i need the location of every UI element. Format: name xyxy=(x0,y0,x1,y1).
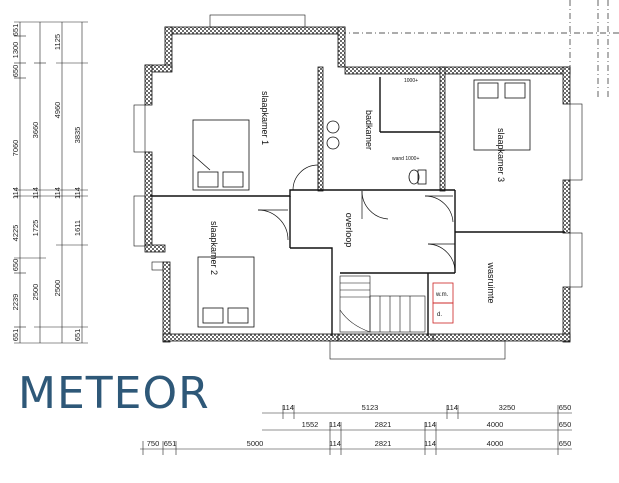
room-label-badkamer: badkamer xyxy=(364,110,374,150)
room-label-slaapkamer-2: slaapkamer 2 xyxy=(209,221,219,275)
meteor-logo: METEOR xyxy=(18,368,210,419)
dim-label: 3660 xyxy=(31,122,40,139)
toilet xyxy=(408,169,427,185)
dim-label: 2239 xyxy=(11,294,20,311)
dim-label: 114 xyxy=(31,187,40,199)
washbasins xyxy=(326,120,340,150)
room-label-slaapkamer-1: slaapkamer 1 xyxy=(260,91,270,145)
washing-machine-label: w.m. xyxy=(435,292,449,298)
dryer xyxy=(432,302,454,324)
dim-label: 750 xyxy=(147,439,160,448)
dim-label: 650 xyxy=(11,65,20,78)
dryer-label: d. xyxy=(437,312,442,318)
dim-label: 650 xyxy=(559,420,572,429)
bed-slaapkamer-2 xyxy=(197,256,255,328)
dim-label: 651 xyxy=(73,329,82,342)
toilet-note: wand 1000+ xyxy=(392,156,419,162)
dim-label: 4225 xyxy=(11,225,20,242)
dim-label: 4000 xyxy=(487,439,504,448)
exterior-walls xyxy=(144,26,571,343)
dim-label: 1725 xyxy=(31,220,40,237)
door-swings xyxy=(257,164,456,271)
dim-label: 2500 xyxy=(53,280,62,297)
left-dimension-lines xyxy=(14,21,88,344)
dim-label: 651 xyxy=(11,329,20,342)
dim-label: 114 xyxy=(11,187,20,199)
dim-label: 114 xyxy=(329,439,341,448)
room-label-wasruimte: wasruimte xyxy=(486,261,496,303)
dim-label: 1611 xyxy=(73,220,82,236)
dim-label: 114 xyxy=(424,420,436,429)
dim-label: 114 xyxy=(53,187,62,199)
dim-label: 3835 xyxy=(73,127,82,144)
dim-label: 114 xyxy=(282,403,294,412)
bed-slaapkamer-1 xyxy=(192,119,250,191)
dim-label: 1552 xyxy=(302,420,319,429)
dim-label: 114 xyxy=(424,439,436,448)
dim-label: 650 xyxy=(11,259,20,272)
windows xyxy=(133,14,583,360)
dim-label: 2821 xyxy=(375,439,392,448)
laundry-appliances: w.m. d. xyxy=(432,282,454,324)
dim-label: 114 xyxy=(329,420,341,429)
left-dimension-labels: 651 1300 650 7060 114 4225 650 2239 651 … xyxy=(11,24,82,342)
dim-label: 651 xyxy=(11,24,20,37)
dim-label: 650 xyxy=(559,439,572,448)
dim-label: 1125 xyxy=(53,34,62,50)
staircase xyxy=(339,275,426,333)
dim-label: 5000 xyxy=(247,439,264,448)
dim-label: 5123 xyxy=(362,403,379,412)
interior-walls xyxy=(150,77,565,336)
shower-note: 1000+ xyxy=(404,78,418,84)
room-labels: slaapkamer 1 slaapkamer 2 slaapkamer 3 b… xyxy=(209,91,506,304)
bed-slaapkamer-3 xyxy=(473,79,531,151)
dim-label: 114 xyxy=(446,403,458,412)
room-label-overloop: overloop xyxy=(344,213,354,248)
dim-label: 4960 xyxy=(53,102,62,119)
dim-label: 3250 xyxy=(499,403,516,412)
dim-label: 2500 xyxy=(31,284,40,301)
dim-label: 651 xyxy=(164,439,177,448)
dim-label: 2821 xyxy=(375,420,392,429)
bottom-dimension-lines xyxy=(140,405,572,455)
dim-label: 4000 xyxy=(487,420,504,429)
dim-label: 7060 xyxy=(11,140,20,157)
dim-label: 114 xyxy=(73,187,82,199)
dim-label: 650 xyxy=(559,403,572,412)
axis-guides xyxy=(340,0,619,100)
room-label-slaapkamer-3: slaapkamer 3 xyxy=(496,128,506,182)
dim-label: 1300 xyxy=(11,42,20,59)
bottom-dimension-labels: 114 5123 114 3250 650 1552 114 2821 114 … xyxy=(147,403,572,448)
